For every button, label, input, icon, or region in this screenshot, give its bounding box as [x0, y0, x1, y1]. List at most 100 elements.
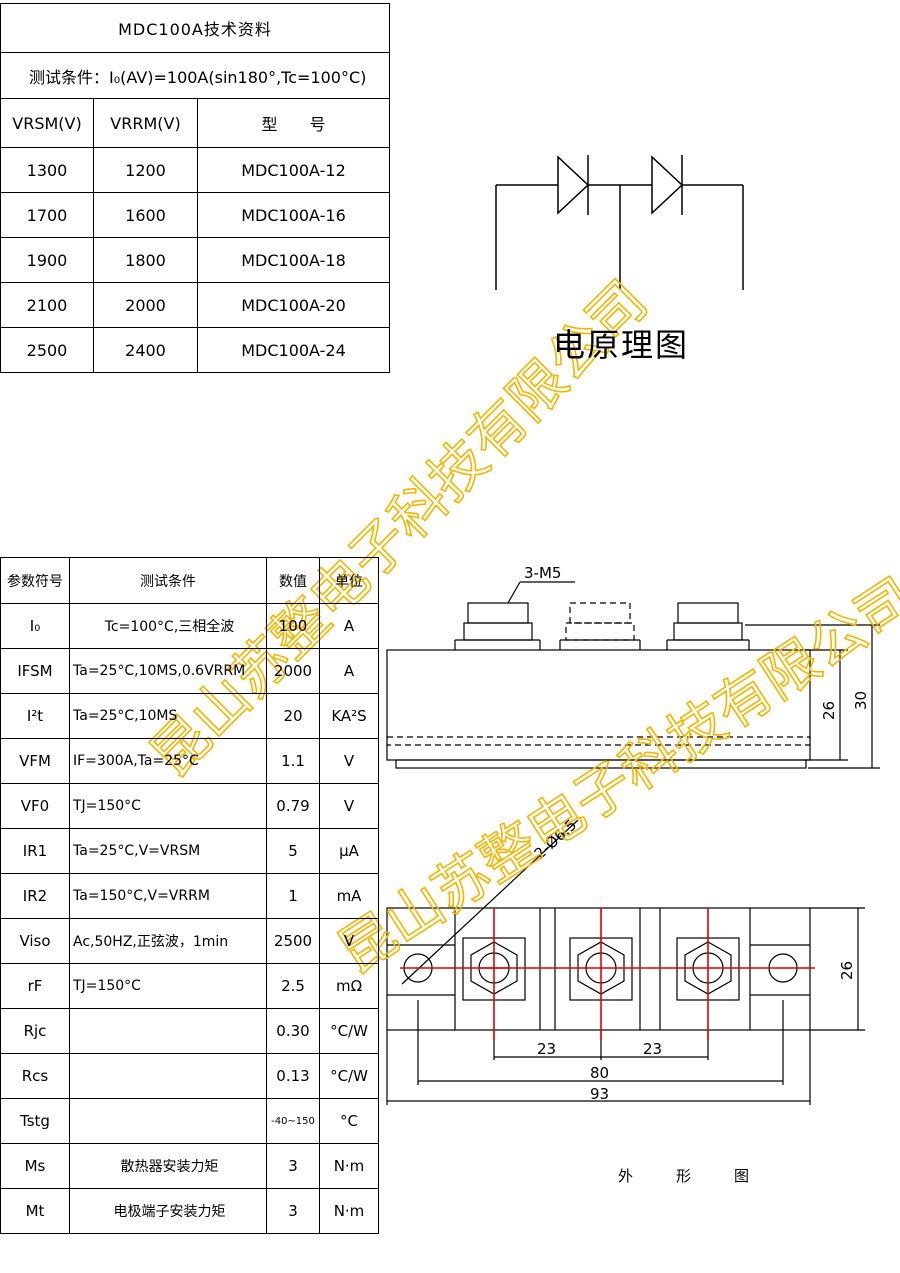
circuit-schematic — [495, 155, 744, 290]
cell: 1 — [266, 873, 320, 919]
cell: A — [319, 648, 379, 694]
cell: 1700 — [0, 192, 94, 238]
cell: 20 — [266, 693, 320, 739]
cell: 3 — [266, 1188, 320, 1234]
diode-1-icon — [557, 155, 590, 215]
cell: °C/W — [319, 1053, 379, 1099]
col-vrrm: VRRM(V) — [93, 98, 198, 148]
cell: IR2 — [0, 873, 70, 919]
cell: KA²S — [319, 693, 379, 739]
dim-26-top: 26 — [838, 961, 856, 980]
cell: V — [319, 738, 379, 784]
table-row: VF0 TJ=150°C 0.79 V — [0, 783, 379, 829]
table-row: VFM IF=300A,Ta=25°C 1.1 V — [0, 738, 379, 784]
cell: IFSM — [0, 648, 70, 694]
type-table-header: VRSM(V) VRRM(V) 型 号 — [0, 98, 390, 148]
cell: VF0 — [0, 783, 70, 829]
cell: IR1 — [0, 828, 70, 874]
cell: 5 — [266, 828, 320, 874]
screw-terminal-1-icon — [467, 602, 529, 624]
cell: rF — [0, 963, 70, 1009]
dim-30-side: 30 — [852, 691, 870, 710]
col-condition: 测试条件 — [69, 557, 267, 604]
cell: 1900 — [0, 237, 94, 283]
table-row: Ms 散热器安装力矩 3 N·m — [0, 1143, 379, 1189]
cell: Tstg — [0, 1098, 70, 1144]
cell — [69, 1008, 267, 1054]
cell: 2.5 — [266, 963, 320, 1009]
cell: 2000 — [266, 648, 320, 694]
dim-93: 93 — [590, 1085, 609, 1103]
table-row: I²t Ta=25°C,10MS 20 KA²S — [0, 693, 379, 739]
table-row: I₀ Tc=100°C,三相全波 100 A — [0, 603, 379, 649]
dim-23-right: 23 — [643, 1040, 662, 1058]
cell: TJ=150°C — [69, 783, 267, 829]
cell: Ta=150°C,V=VRRM — [69, 873, 267, 919]
cell: Ms — [0, 1143, 70, 1189]
test-condition: 测试条件：I₀(AV)=100A(sin180°,Tc=100°C) — [0, 52, 390, 99]
circuit-caption: 电原理图 — [553, 326, 690, 364]
cell: V — [319, 918, 379, 964]
dim-23-left: 23 — [537, 1040, 556, 1058]
cell: mΩ — [319, 963, 379, 1009]
cell: 2000 — [93, 282, 198, 328]
cell: 2100 — [0, 282, 94, 328]
table-row: IFSM Ta=25°C,10MS,0.6VRRM 2000 A — [0, 648, 379, 694]
cell: 100 — [266, 603, 320, 649]
cell: I²t — [0, 693, 70, 739]
table-row: 1900 1800 MDC100A-18 — [0, 237, 390, 283]
cell: 1.1 — [266, 738, 320, 784]
table-row: 1300 1200 MDC100A-12 — [0, 147, 390, 193]
screw-terminal-2-icon — [569, 602, 631, 624]
col-unit: 单位 — [319, 557, 379, 604]
cell: MDC100A-16 — [197, 192, 390, 238]
document-title: MDC100A技术资料 — [0, 3, 390, 53]
cell: A — [319, 603, 379, 649]
table-row: Rjc 0.30 °C/W — [0, 1008, 379, 1054]
cell: Ta=25°C,V=VRSM — [69, 828, 267, 874]
cell: 1600 — [93, 192, 198, 238]
cell: 电极端子安装力矩 — [69, 1188, 267, 1234]
cell: N·m — [319, 1143, 379, 1189]
table-row: Tstg -40~150 °C — [0, 1098, 379, 1144]
table-row: 1700 1600 MDC100A-16 — [0, 192, 390, 238]
cell: μA — [319, 828, 379, 874]
dim-26-side: 26 — [820, 701, 838, 720]
cell: 0.30 — [266, 1008, 320, 1054]
param-table-header: 参数符号 测试条件 数值 单位 — [0, 557, 379, 604]
cell: MDC100A-12 — [197, 147, 390, 193]
table-row: Viso Ac,50HZ,正弦波，1min 2500 V — [0, 918, 379, 964]
diode-2-icon — [651, 155, 684, 215]
cell: 1800 — [93, 237, 198, 283]
cell: 2500 — [266, 918, 320, 964]
table-row: Rcs 0.13 °C/W — [0, 1053, 379, 1099]
cell: Rcs — [0, 1053, 70, 1099]
cell: °C/W — [319, 1008, 379, 1054]
cell: Ac,50HZ,正弦波，1min — [69, 918, 267, 964]
cell: MDC100A-18 — [197, 237, 390, 283]
screw-label: 3-M5 — [524, 564, 561, 582]
cell: -40~150 — [266, 1098, 320, 1144]
col-symbol: 参数符号 — [0, 557, 70, 604]
cell: MDC100A-20 — [197, 282, 390, 328]
parameter-table: 参数符号 测试条件 数值 单位 I₀ Tc=100°C,三相全波 100 A I… — [0, 557, 379, 1234]
cell: 散热器安装力矩 — [69, 1143, 267, 1189]
cell: 0.13 — [266, 1053, 320, 1099]
outline-caption: 外 形 图 — [618, 1167, 764, 1185]
type-table: MDC100A技术资料 测试条件：I₀(AV)=100A(sin180°,Tc=… — [0, 3, 390, 373]
cell: Ta=25°C,10MS,0.6VRRM — [69, 648, 267, 694]
cell: 3 — [266, 1143, 320, 1189]
watermark-2: 昆山苏整电子科技有限公司 — [327, 566, 900, 987]
table-row: 2500 2400 MDC100A-24 — [0, 327, 390, 373]
cell: TJ=150°C — [69, 963, 267, 1009]
screw-terminal-3-icon — [677, 602, 739, 624]
cell: Mt — [0, 1188, 70, 1234]
cell: 2400 — [93, 327, 198, 373]
table-row: Mt 电极端子安装力矩 3 N·m — [0, 1188, 379, 1234]
table-row: IR2 Ta=150°C,V=VRRM 1 mA — [0, 873, 379, 919]
cell: 1200 — [93, 147, 198, 193]
table-row: IR1 Ta=25°C,V=VRSM 5 μA — [0, 828, 379, 874]
cell: mA — [319, 873, 379, 919]
cell — [69, 1098, 267, 1144]
